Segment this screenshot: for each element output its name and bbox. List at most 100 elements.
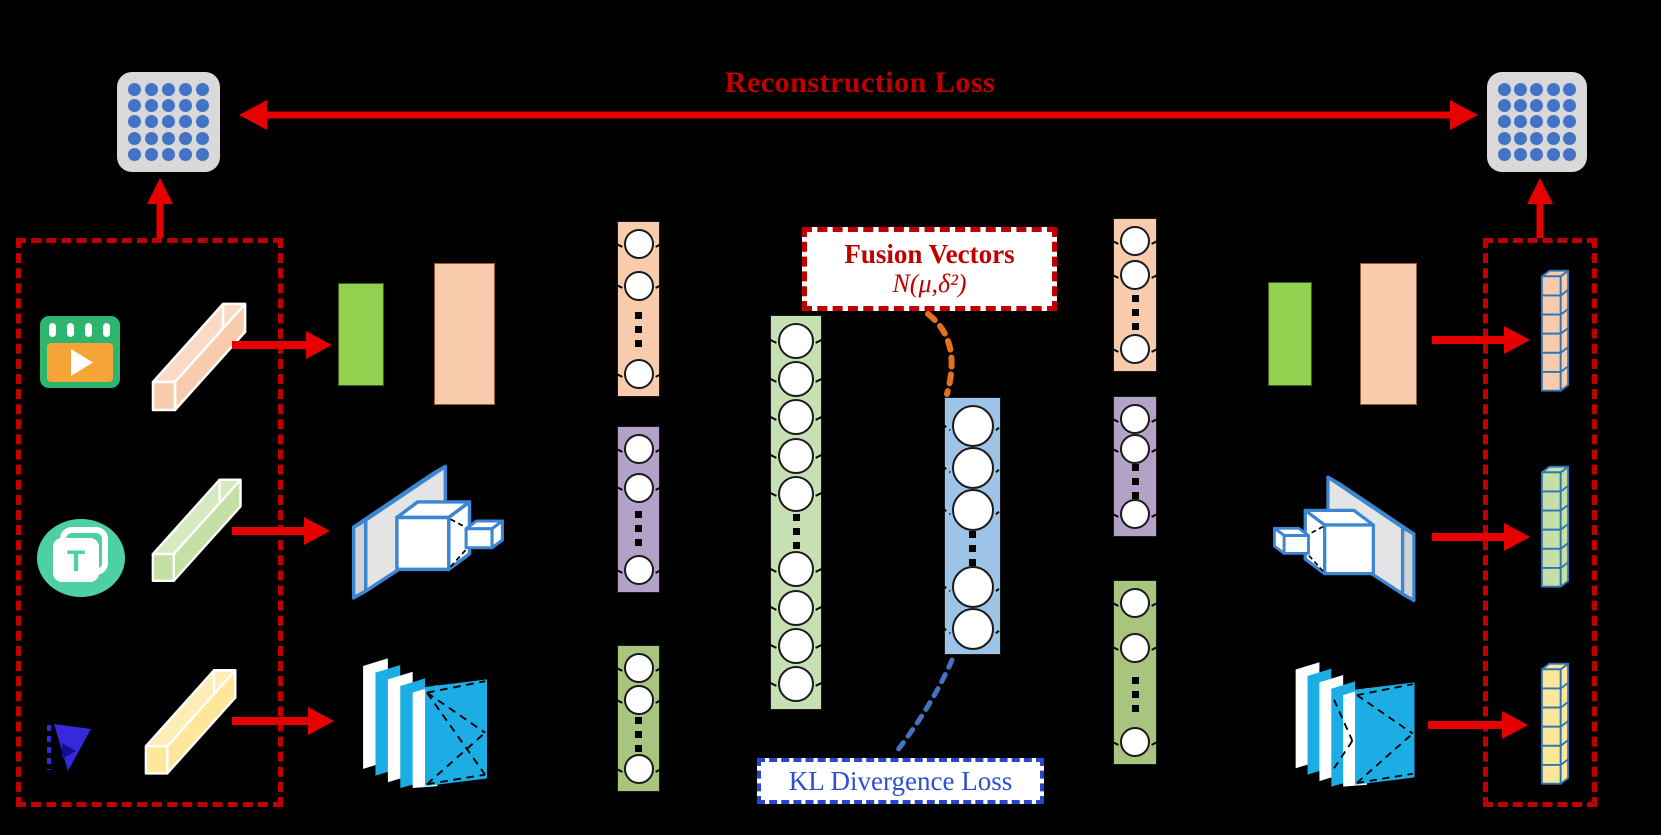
matrix-dot [1530,82,1544,96]
neuron [623,653,654,683]
encoder-layer-third [617,645,660,792]
decoder-layer-third [1113,580,1157,765]
matrix-dot [128,148,141,162]
matrix-dot [162,115,175,129]
matrix-dot [1497,131,1511,145]
matrix-dot [1514,99,1528,113]
matrix-dot [179,148,192,162]
matrix-dot [128,99,141,113]
text-output-stack [1540,465,1570,588]
matrix-dot [179,131,192,145]
fusion-vectors-title: Fusion Vectors [844,238,1015,269]
neuron [778,437,814,474]
matrix-dot [1563,148,1577,162]
decoder-layer-video [1113,218,1157,372]
matrix-dot [162,99,175,113]
matrix-dot [128,115,141,129]
svg-text:T: T [67,545,85,578]
ellipsis-dots [969,531,976,566]
ellipsis-dots [792,514,800,550]
neuron [951,405,994,447]
neuron [623,434,654,464]
output-vectors-box [1483,238,1597,807]
neuron [951,489,994,531]
matrix-dot [1514,131,1528,145]
encoder-layer-video [617,221,660,397]
neuron [623,685,654,715]
feature-planes-icon [363,658,488,788]
neuron [951,608,994,650]
left-up-arrow [147,178,173,238]
matrix-dot [1563,99,1577,113]
video-feature-bar [151,302,247,412]
conv3d-encoder-icon [351,464,504,600]
neuron [778,361,814,398]
neuron [951,447,994,489]
ellipsis-dots [635,312,642,348]
neuron [1120,499,1150,529]
matrix-dot [196,115,209,129]
neuron [778,323,814,359]
ellipsis-dots [1131,677,1139,713]
neuron [1120,632,1150,663]
kl-connector [891,657,955,758]
matrix-dot [1530,148,1544,162]
neuron [1120,260,1150,291]
matrix-dot [179,99,192,113]
neuron [623,229,654,259]
text-feature-bar [151,478,242,582]
matrix-dot [145,115,158,129]
neuron [778,475,814,512]
matrix-dot [1546,148,1560,162]
matrix-dot [1546,99,1560,113]
video-decoder-peach-rect [1360,263,1417,405]
fusion-vectors-formula: N(μ,δ²) [892,268,967,298]
video-output-stack [1540,269,1570,392]
matrix-dot [1497,99,1511,113]
matrix-dot [162,82,175,96]
ellipsis-dots [1131,294,1139,330]
matrix-dot [1514,115,1528,129]
matrix-dot [162,148,175,162]
matrix-dot [179,82,192,96]
neuron [623,270,654,301]
matrix-dot [1514,148,1528,162]
right-up-arrow [1527,178,1553,238]
neuron [1120,588,1150,618]
neuron [623,358,654,389]
matrix-dot [196,131,209,145]
neuron [951,566,994,608]
encoder-layer-text [617,426,660,593]
input-modalities-box [16,238,283,807]
fusion-vectors-label: Fusion Vectors N(μ,δ²) [802,227,1057,311]
neuron [778,665,814,702]
matrix-dot [145,99,158,113]
matrix-dot [162,131,175,145]
matrix-dot [145,131,158,145]
third-feature-bar [144,669,237,775]
fusion-layer [770,315,822,710]
ellipsis-dots [635,511,642,547]
kl-divergence-text: KL Divergence Loss [788,765,1013,796]
matrix-dot [128,131,141,145]
latent-layer [944,397,1001,655]
reconstruction-arrow [239,100,1478,130]
matrix-dot [1530,99,1544,113]
neuron [1120,434,1150,464]
matrix-dot [1497,115,1511,129]
matrix-dot [128,82,141,96]
neuron [778,589,814,626]
matrix-dot [179,115,192,129]
feature-planes-decoder-icon [1295,662,1415,787]
neuron [623,754,654,784]
neuron [623,554,654,585]
ellipsis-dots [1131,464,1139,499]
video-decoder-green-rect [1268,282,1312,386]
matrix-dot [196,99,209,113]
matrix-dot [1514,82,1528,96]
matrix-dot [1530,115,1544,129]
ellipsis-dots [635,717,642,752]
matrix-dot [145,148,158,162]
draw-icon [47,724,91,771]
